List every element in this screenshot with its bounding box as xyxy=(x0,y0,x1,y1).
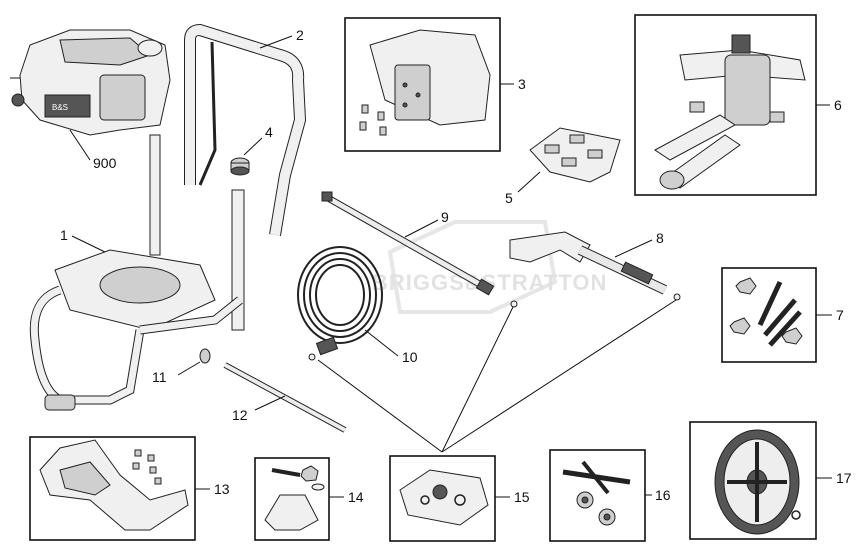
leader-5 xyxy=(517,171,541,193)
callout-8: 8 xyxy=(656,230,664,246)
leader-8 xyxy=(614,239,653,258)
part-wand[interactable] xyxy=(321,191,518,308)
leader-10 xyxy=(364,329,399,357)
leader-12 xyxy=(254,395,286,411)
leader-15a xyxy=(317,359,443,453)
leader-15c xyxy=(441,299,677,453)
part-bolt-kit[interactable] xyxy=(729,277,803,347)
part-handle[interactable] xyxy=(184,23,307,236)
part-cap[interactable] xyxy=(230,157,250,176)
engine-badge: B&S xyxy=(52,103,68,112)
leader-9 xyxy=(404,219,439,238)
part-cover[interactable] xyxy=(39,439,189,531)
callout-6: 6 xyxy=(834,97,842,113)
part-pump[interactable] xyxy=(654,34,806,190)
callout-900: 900 xyxy=(93,155,117,171)
part-spray-gun[interactable] xyxy=(509,231,681,301)
part-wheel[interactable] xyxy=(714,429,801,535)
callout-5: 5 xyxy=(505,190,513,206)
callout-10: 10 xyxy=(402,349,418,365)
leader-15b xyxy=(441,306,514,453)
part-o-ring-kit[interactable] xyxy=(399,469,489,526)
callout-14: 14 xyxy=(348,489,364,505)
part-foot[interactable] xyxy=(264,465,325,531)
callout-11: 11 xyxy=(152,369,167,385)
part-hose[interactable] xyxy=(297,246,383,361)
callout-12: 12 xyxy=(232,407,248,423)
callout-2: 2 xyxy=(296,27,304,43)
leader-2 xyxy=(259,35,293,49)
part-plug[interactable] xyxy=(199,348,211,364)
box-16 xyxy=(549,449,646,542)
part-engine[interactable]: B&S xyxy=(10,29,171,136)
leader-900 xyxy=(69,129,91,161)
part-frame[interactable] xyxy=(29,134,245,411)
callout-1: 1 xyxy=(60,227,68,243)
callout-17: 17 xyxy=(836,470,852,486)
callout-13: 13 xyxy=(214,481,230,497)
callout-3: 3 xyxy=(518,76,526,92)
callout-7: 7 xyxy=(836,307,844,323)
callout-4: 4 xyxy=(265,124,273,140)
leader-11 xyxy=(177,361,201,376)
leader-1 xyxy=(71,235,106,253)
callout-15: 15 xyxy=(514,489,530,505)
part-control-panel[interactable] xyxy=(359,29,491,136)
leader-4 xyxy=(243,137,263,156)
part-wheel-bolt-kit[interactable] xyxy=(562,460,631,526)
box-7 xyxy=(721,267,817,363)
part-fittings-kit[interactable] xyxy=(529,127,621,183)
callout-16: 16 xyxy=(655,487,671,503)
box-17 xyxy=(689,421,817,540)
watermark: BRIGGS&STRATTON xyxy=(372,220,606,314)
part-axle[interactable] xyxy=(223,362,347,433)
callout-9: 9 xyxy=(441,209,449,225)
box-15 xyxy=(389,455,496,542)
box-14 xyxy=(254,457,330,541)
